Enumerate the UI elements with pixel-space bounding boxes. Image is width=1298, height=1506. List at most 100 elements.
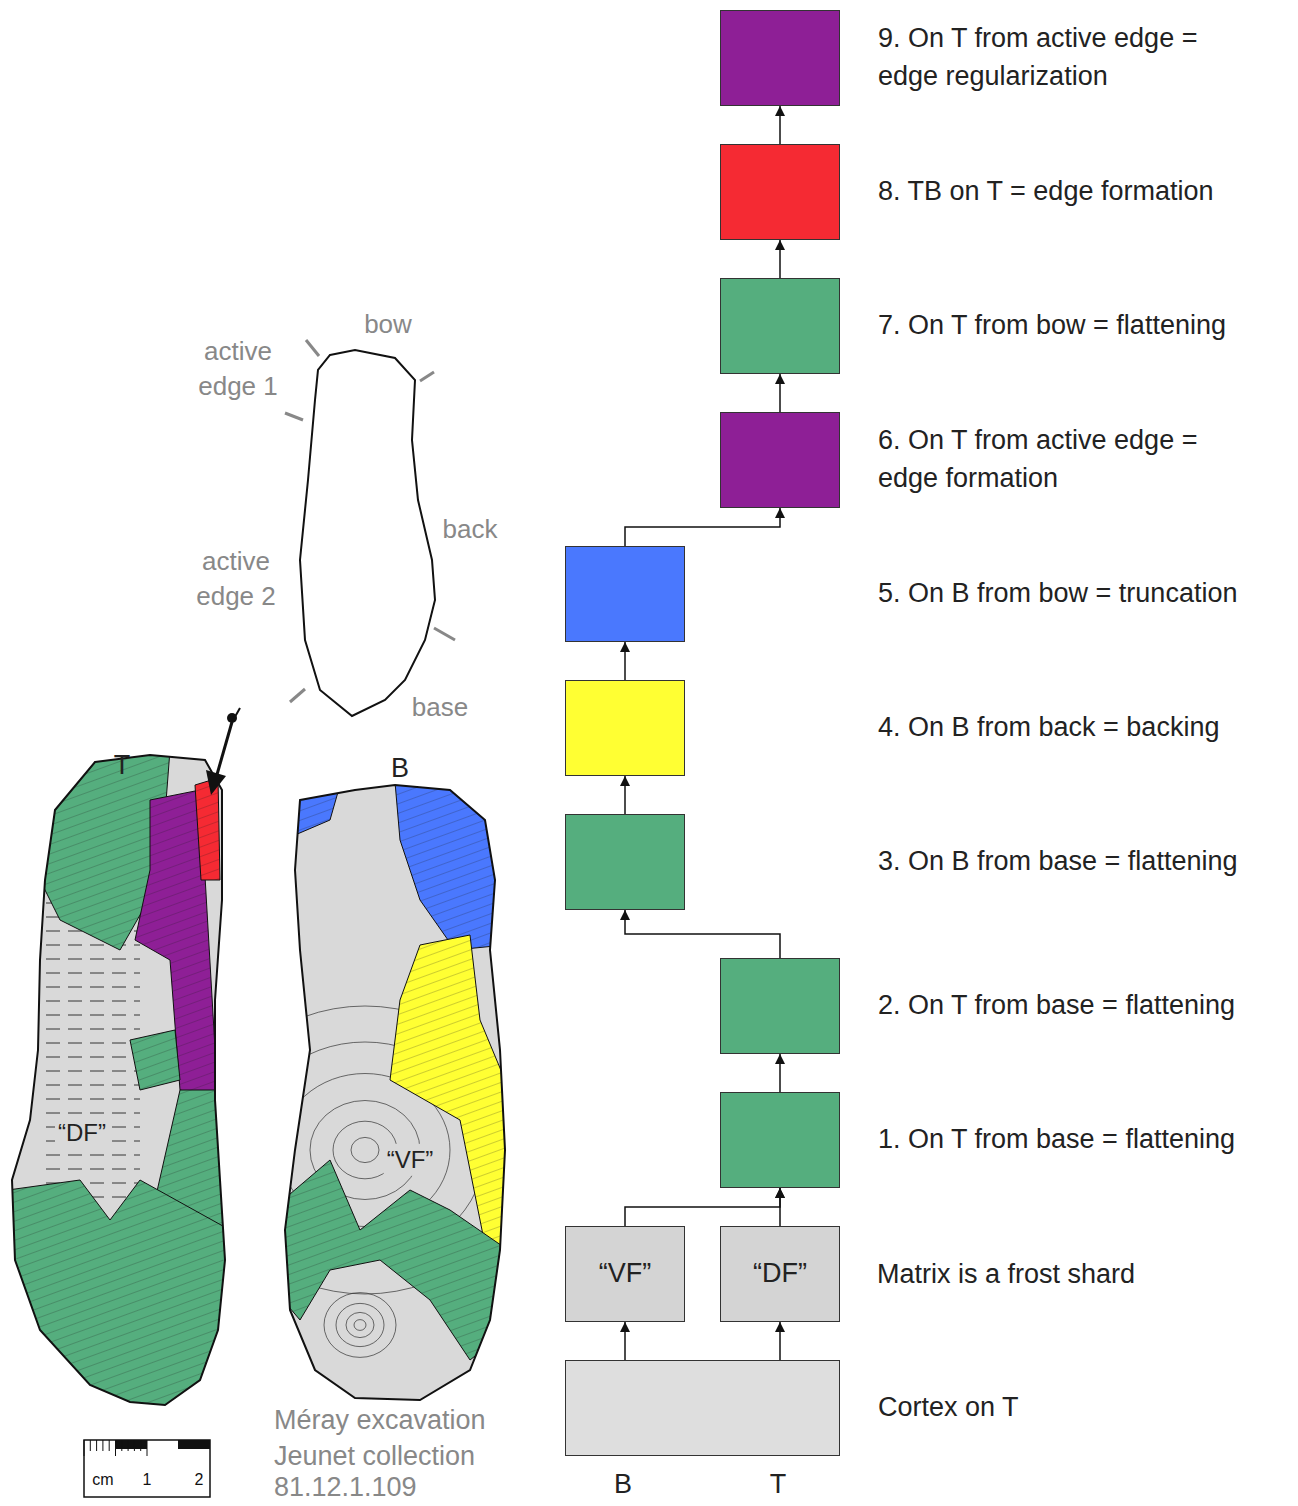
zone-tick — [290, 689, 305, 702]
sequence-arrow — [779, 1054, 781, 1092]
step-description: 8. TB on T = edge formation — [878, 173, 1293, 211]
scale-bar — [84, 1440, 210, 1497]
scale-unit: cm — [92, 1469, 113, 1491]
scale-segment — [178, 1440, 210, 1449]
artifact-outline — [285, 785, 505, 1400]
artifact-face — [8, 750, 230, 1410]
sequence-arrow — [779, 1322, 781, 1360]
impact-tail — [232, 708, 240, 722]
scale-tick — [109, 1440, 110, 1451]
sequence-step-box: 6. On T from active edge = edge formatio… — [720, 412, 840, 508]
ripple-ring — [346, 1312, 374, 1337]
scale-tick — [96, 1440, 97, 1451]
scale-tick — [115, 1440, 116, 1456]
removal-scar — [395, 782, 505, 950]
scale-tick — [140, 1440, 141, 1451]
scar-ripples — [283, 1160, 508, 1360]
artifact-outline — [12, 755, 225, 1405]
sequence-arrow — [779, 106, 781, 144]
step-description: 2. On T from base = flattening — [878, 987, 1293, 1025]
step-description: Matrix is a frost shard — [877, 1256, 1135, 1292]
face-label: “VF” — [384, 1144, 437, 1176]
scale-number: 2 — [195, 1469, 204, 1491]
zone-label: bow — [364, 307, 412, 342]
step-description: 7. On T from bow = flattening — [878, 307, 1293, 345]
ripple-ring — [354, 1320, 366, 1331]
scar-ripples — [195, 778, 220, 880]
scale-number: 1 — [143, 1469, 152, 1491]
scale-tick — [134, 1440, 135, 1451]
scale-tick — [90, 1440, 91, 1451]
ripple-ring — [351, 1137, 379, 1162]
matrix-face-box: “VF” — [565, 1226, 685, 1322]
ripple-ring — [336, 1303, 384, 1346]
face-label: B — [391, 750, 409, 786]
catalogue-number: 81.12.1.109 — [274, 1469, 417, 1505]
sequence-step-box: 7. On T from bow = flattening — [720, 278, 840, 374]
sequence-arrow — [779, 240, 781, 278]
step-description: 3. On B from base = flattening — [878, 843, 1293, 881]
step-description: 5. On B from bow = truncation — [878, 575, 1293, 613]
face-label: “VF” — [599, 1255, 651, 1293]
zone-tick — [306, 340, 319, 356]
scale-tick — [128, 1440, 129, 1451]
sequence-step-box: Cortex on T — [565, 1360, 840, 1456]
sequence-step-box: 4. On B from back = backing — [565, 680, 685, 776]
removal-scar — [8, 1180, 230, 1410]
step-description: 6. On T from active edge = edge formatio… — [878, 422, 1223, 498]
scale-tick — [84, 1440, 85, 1456]
zone-label: active edge 2 — [180, 544, 292, 614]
removal-scar — [195, 778, 220, 880]
scar-ripples — [295, 785, 340, 835]
provenance-note: Jeunet collection — [274, 1438, 475, 1474]
matrix-face-box: “DF” — [720, 1226, 840, 1322]
scar-group — [205, 782, 525, 1360]
sequence-arrow — [779, 1188, 781, 1226]
face-label: “DF” — [753, 1255, 807, 1293]
removal-scar — [130, 1030, 180, 1090]
impact-arrow — [216, 722, 232, 778]
sequence-arrow — [779, 374, 781, 412]
column-label: T — [770, 1466, 787, 1502]
scar-group — [8, 750, 230, 1410]
impact-arrowhead — [206, 770, 226, 795]
scale-segment — [116, 1440, 147, 1449]
removal-scar — [295, 785, 340, 835]
removal-scar — [283, 1160, 508, 1360]
sequence-arrow — [624, 776, 626, 814]
ripple-ring — [324, 1293, 396, 1358]
scar-ripples — [8, 1180, 230, 1410]
sequence-step-box: 2. On T from base = flattening — [720, 958, 840, 1054]
sequence-step-box: 8. TB on T = edge formation — [720, 144, 840, 240]
zone-tick — [434, 628, 455, 640]
scale-tick — [121, 1440, 122, 1451]
step-description: 1. On T from base = flattening — [878, 1121, 1293, 1159]
zone-tick — [420, 372, 434, 381]
step-description: 4. On B from back = backing — [878, 709, 1293, 747]
sequence-arrow — [625, 508, 780, 546]
tool-outline — [300, 350, 435, 716]
column-label: B — [614, 1466, 632, 1502]
scale-tick — [147, 1440, 148, 1456]
scale-tick — [102, 1440, 103, 1451]
sequence-step-box: 9. On T from active edge = edge regulari… — [720, 10, 840, 106]
sequence-arrow — [624, 642, 626, 680]
sequence-step-box: 1. On T from base = flattening — [720, 1092, 840, 1188]
zone-label: active edge 1 — [182, 334, 294, 404]
scar-ripples — [130, 1030, 180, 1090]
face-label: “DF” — [55, 1117, 109, 1149]
zone-label: back — [443, 512, 498, 547]
zone-label: base — [412, 690, 468, 725]
face-label: T — [114, 747, 131, 783]
artifact-face — [205, 782, 525, 1400]
provenance-note: Méray excavation — [274, 1402, 486, 1438]
sequence-arrow — [625, 1188, 780, 1226]
step-description: 9. On T from active edge = edge regulari… — [878, 20, 1223, 96]
sequence-arrow — [624, 1322, 626, 1360]
zone-tick — [285, 413, 303, 420]
step-description: Cortex on T — [878, 1389, 1288, 1427]
scar-ripples — [395, 782, 505, 950]
sequence-step-box: 5. On B from bow = truncation — [565, 546, 685, 642]
sequence-arrow — [625, 910, 780, 958]
